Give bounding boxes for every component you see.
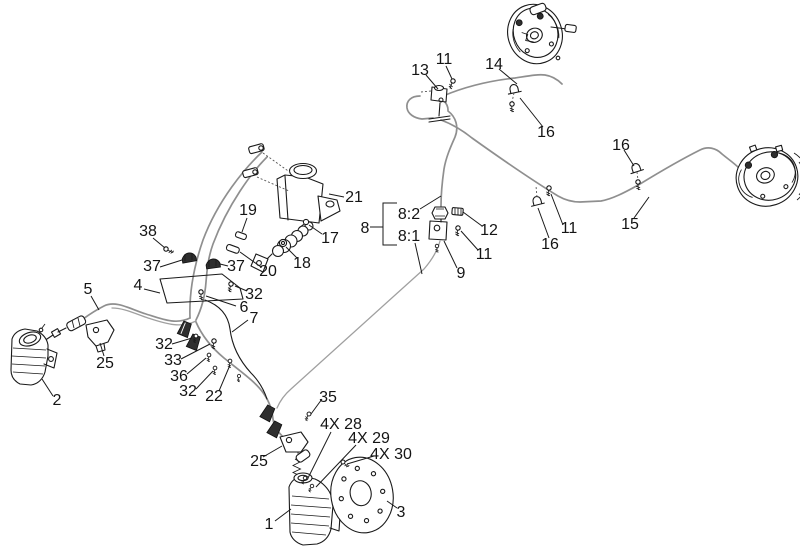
- clevis: [250, 253, 269, 273]
- banjo-fitting-b: [242, 167, 259, 179]
- part-label-8-1: 8:1: [398, 228, 420, 245]
- part-label-32-c: 32: [179, 383, 197, 400]
- part-label-25-b: 25: [250, 453, 268, 470]
- brake-rotor: [330, 456, 394, 534]
- part-label-5: 5: [84, 281, 93, 298]
- part-label-15: 15: [621, 216, 639, 233]
- hose-coupler-9: [428, 206, 464, 254]
- part-label-11-a: 11: [436, 51, 453, 68]
- clip-screw-a: [508, 100, 516, 113]
- line-8-1: [276, 240, 441, 409]
- part-label-9: 9: [457, 265, 466, 282]
- rear-drum-brake-right: [735, 144, 800, 207]
- part-label-33: 33: [164, 352, 182, 369]
- bleeder-screw: [38, 327, 44, 333]
- part-label-36: 36: [170, 368, 188, 385]
- part-label-22: 22: [205, 388, 223, 405]
- clevis-pin-20: [225, 244, 240, 254]
- front-right-caliper: [259, 403, 394, 546]
- hose-bracket-25-a: [85, 319, 115, 347]
- part-label-21: 21: [345, 189, 363, 206]
- part-label-7: 7: [250, 310, 259, 327]
- part-label-20: 20: [259, 263, 277, 280]
- nut-18: [278, 238, 288, 248]
- mid-line-fasteners: [176, 320, 243, 383]
- part-label-19: 19: [239, 202, 257, 219]
- bolt-35: [302, 410, 313, 422]
- rear-line-15: [440, 119, 740, 203]
- bracket-plate-4: [159, 244, 244, 304]
- part-label-12: 12: [480, 222, 498, 239]
- part-label-37-a: 37: [143, 258, 161, 275]
- master-cylinder: [225, 143, 341, 273]
- wheel-cylinder: [529, 2, 547, 16]
- screw-22-b: [235, 373, 243, 383]
- part-label-11-b: 11: [476, 246, 493, 263]
- part-label-4: 4: [134, 277, 143, 294]
- screw-below-9: [433, 243, 441, 254]
- callout-labels: 13 11 14 16 16 16 11 15 12 11 9 8:2 8:1 …: [53, 51, 639, 533]
- clip-16-b: [627, 161, 644, 175]
- part-label-1: 1: [265, 516, 274, 533]
- clamp-37-b: [204, 257, 221, 270]
- bolt-33: [209, 337, 219, 351]
- line-clips: [506, 82, 644, 207]
- part-label-32-a: 32: [245, 286, 263, 303]
- part-label-35: 35: [319, 389, 337, 406]
- part-label-3: 3: [397, 504, 406, 521]
- screw-12: [451, 207, 464, 216]
- part-label-16-a: 16: [537, 124, 555, 141]
- part-label-4x29: 4X 29: [348, 430, 390, 447]
- junction-tee-13: [420, 77, 458, 123]
- screw-32-c: [210, 365, 219, 376]
- part-label-18: 18: [293, 255, 311, 272]
- leader-lines: [41, 65, 650, 522]
- part-label-4x30: 4X 30: [370, 446, 412, 463]
- hose-bracket-25-b: [279, 431, 309, 453]
- part-label-4x28: 4X 28: [320, 416, 362, 433]
- part-label-6: 6: [240, 299, 249, 316]
- hose-ferrule: [66, 315, 87, 332]
- rigid-line-7: [204, 299, 268, 400]
- part-label-32-b: 32: [155, 336, 173, 353]
- rear-line-14: [442, 73, 563, 97]
- bolt-17: [302, 218, 310, 226]
- screw-32-a: [225, 280, 236, 294]
- front-line-left-sweep: [189, 151, 263, 319]
- part-label-16-b: 16: [612, 137, 630, 154]
- adjuster-rod: [550, 26, 568, 30]
- part-label-38: 38: [139, 223, 157, 240]
- part-label-17: 17: [321, 230, 339, 247]
- part-label-37-b: 37: [227, 258, 245, 275]
- bolt-11-top: [446, 77, 458, 90]
- screw-36: [204, 352, 213, 363]
- part-label-16-c: 16: [541, 236, 559, 253]
- rear-drum-brake-top: [507, 2, 577, 65]
- part-label-8: 8: [361, 220, 370, 237]
- front-left-caliper: [10, 315, 115, 386]
- front-left-brake-hose: [82, 303, 191, 322]
- screw-38: [162, 244, 175, 256]
- part-label-25-a: 25: [96, 355, 114, 372]
- clamp-37-a: [180, 251, 197, 264]
- part-label-8-2: 8:2: [398, 206, 420, 223]
- brake-lines: [82, 73, 740, 493]
- hose-8-2: [440, 110, 458, 207]
- part-label-2: 2: [53, 392, 62, 409]
- cylinder-body: [317, 195, 341, 222]
- part-label-11-c: 11: [561, 220, 578, 237]
- clip-screw-b: [634, 179, 642, 191]
- clip-16-a: [506, 82, 522, 95]
- reservoir: [276, 174, 324, 224]
- part-label-14: 14: [485, 56, 503, 73]
- junction-hook-tube: [406, 95, 434, 120]
- bolt-11-mid: [453, 224, 463, 238]
- label-8-bracket: [370, 202, 397, 246]
- caliper-2-ear: [43, 348, 58, 369]
- part-label-13: 13: [411, 62, 429, 79]
- pin-19: [234, 231, 247, 241]
